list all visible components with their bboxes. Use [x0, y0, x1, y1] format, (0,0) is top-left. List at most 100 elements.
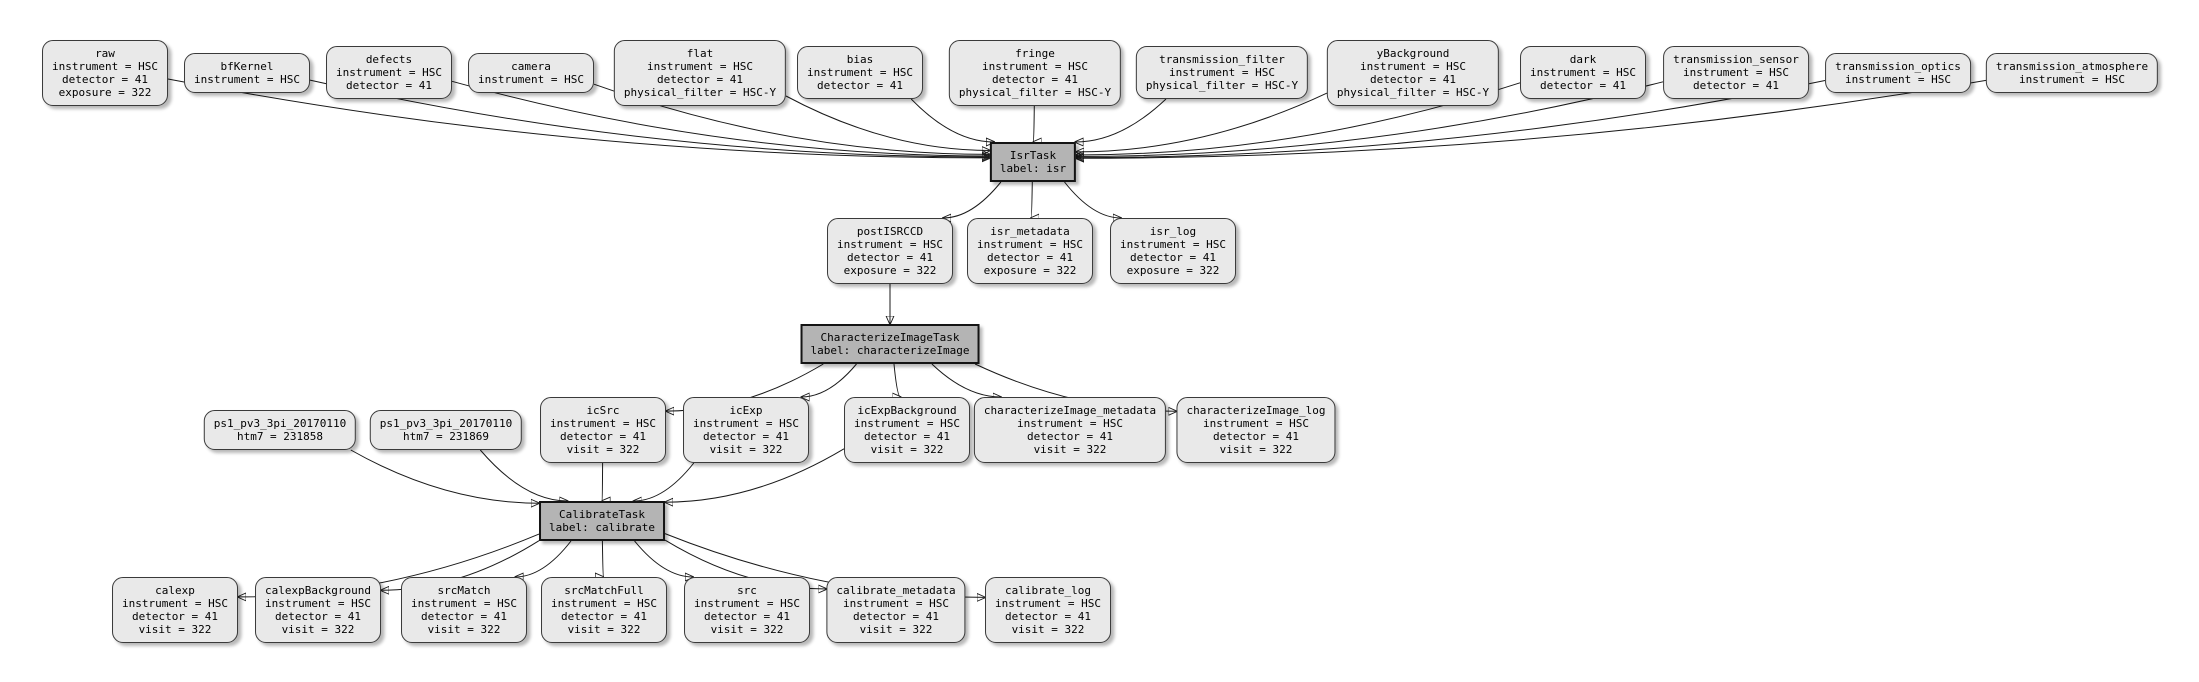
- node-attribute: exposure = 322: [58, 86, 152, 99]
- node-attribute: instrument = HSC: [551, 597, 657, 610]
- node-attribute: visit = 322: [281, 623, 355, 636]
- node-title: flat: [686, 47, 714, 60]
- node-title: calibrate_metadata: [836, 584, 956, 597]
- node-title: postISRCCD: [856, 225, 924, 238]
- node-attribute: detector = 41: [1004, 610, 1092, 623]
- node-attribute: instrument = HSC: [194, 73, 300, 86]
- node-attribute: detector = 41: [852, 610, 940, 623]
- node-title: transmission_optics: [1835, 60, 1961, 73]
- node-attribute: instrument = HSC: [977, 238, 1083, 251]
- node-attribute: htm7 = 231858: [236, 430, 324, 443]
- edge-calibrate_task-to-srcMatch: [515, 540, 572, 577]
- node-attribute: instrument = HSC: [837, 238, 943, 251]
- node-attribute: instrument = HSC: [265, 597, 371, 610]
- node-attribute: instrument = HSC: [843, 597, 949, 610]
- node-title: raw: [95, 47, 115, 60]
- edge-transmission_filter-to-isr_task: [1075, 98, 1167, 142]
- node-title: IsrTask: [1009, 149, 1057, 162]
- edge-calibrate_task-to-src: [634, 540, 694, 577]
- node-attribute: detector = 41: [1129, 251, 1217, 264]
- node-title: src: [737, 584, 757, 597]
- node-title: calibrate_log: [1004, 584, 1092, 597]
- node-attribute: instrument = HSC: [647, 60, 753, 73]
- edge-icExp-to-calibrate_task: [634, 462, 695, 501]
- node-attribute: instrument = HSC: [478, 73, 584, 86]
- edge-ps1_htm7_231858-to-calibrate_task: [350, 449, 539, 503]
- node-attribute: detector = 41: [61, 73, 149, 86]
- node-attribute: visit = 322: [566, 443, 640, 456]
- node-title: isr_metadata: [990, 225, 1070, 238]
- node-title: ps1_pv3_3pi_20170110: [213, 417, 347, 430]
- edge-isr_task-to-isr_metadata: [1031, 181, 1032, 218]
- node-attribute: detector = 41: [986, 251, 1074, 264]
- node-attribute: instrument = HSC: [1017, 417, 1123, 430]
- node-attribute: visit = 322: [710, 623, 784, 636]
- node-attribute: physical_filter = HSC-Y: [623, 86, 777, 99]
- node-title: dark: [1569, 53, 1597, 66]
- node-title: calexpBackground: [265, 584, 371, 597]
- edge-icExpBackground-to-calibrate_task: [665, 448, 845, 502]
- node-title: yBackground: [1376, 47, 1450, 60]
- node-attribute: visit = 322: [870, 443, 944, 456]
- node-attribute: label: characterizeImage: [810, 344, 970, 357]
- edge-transmission_optics-to-isr_task: [1076, 80, 1826, 158]
- edge-isr_task-to-isr_log: [1064, 181, 1122, 218]
- node-attribute: detector = 41: [703, 610, 791, 623]
- node-attribute: label: calibrate: [549, 521, 655, 534]
- node-attribute: detector = 41: [1539, 79, 1627, 92]
- edge-defects-to-isr_task: [451, 80, 990, 156]
- node-title: transmission_sensor: [1673, 53, 1799, 66]
- node-attribute: instrument = HSC: [411, 597, 517, 610]
- edge-characterizeImage_task-to-icExpBackground: [894, 363, 901, 397]
- edge-raw-to-isr_task: [167, 78, 990, 158]
- node-attribute: physical_filter = HSC-Y: [1336, 86, 1490, 99]
- edge-fringe-to-isr_task: [1033, 105, 1034, 142]
- node-attribute: detector = 41: [846, 251, 934, 264]
- node-attribute: physical_filter = HSC-Y: [1145, 79, 1299, 92]
- node-attribute: visit = 322: [138, 623, 212, 636]
- node-attribute: instrument = HSC: [807, 66, 913, 79]
- node-attribute: detector = 41: [1369, 73, 1457, 86]
- node-attribute: detector = 41: [274, 610, 362, 623]
- node-title: bfKernel: [220, 60, 274, 73]
- node-title: fringe: [1015, 47, 1055, 60]
- node-attribute: label: isr: [999, 162, 1067, 175]
- node-attribute: detector = 41: [559, 430, 647, 443]
- node-title: defects: [365, 53, 413, 66]
- node-title: transmission_filter: [1159, 53, 1285, 66]
- node-attribute: instrument = HSC: [550, 417, 656, 430]
- node-attribute: visit = 322: [427, 623, 501, 636]
- node-attribute: instrument = HSC: [694, 597, 800, 610]
- node-attribute: instrument = HSC: [1683, 66, 1789, 79]
- node-attribute: detector = 41: [1026, 430, 1114, 443]
- edge-characterizeImage_task-to-icExp: [801, 363, 857, 397]
- edge-yBackground-to-isr_task: [1076, 92, 1328, 152]
- node-attribute: instrument = HSC: [1845, 73, 1951, 86]
- node-title: CalibrateTask: [558, 508, 646, 521]
- node-attribute: instrument = HSC: [995, 597, 1101, 610]
- node-attribute: detector = 41: [816, 79, 904, 92]
- node-attribute: visit = 322: [567, 623, 641, 636]
- node-attribute: detector = 41: [560, 610, 648, 623]
